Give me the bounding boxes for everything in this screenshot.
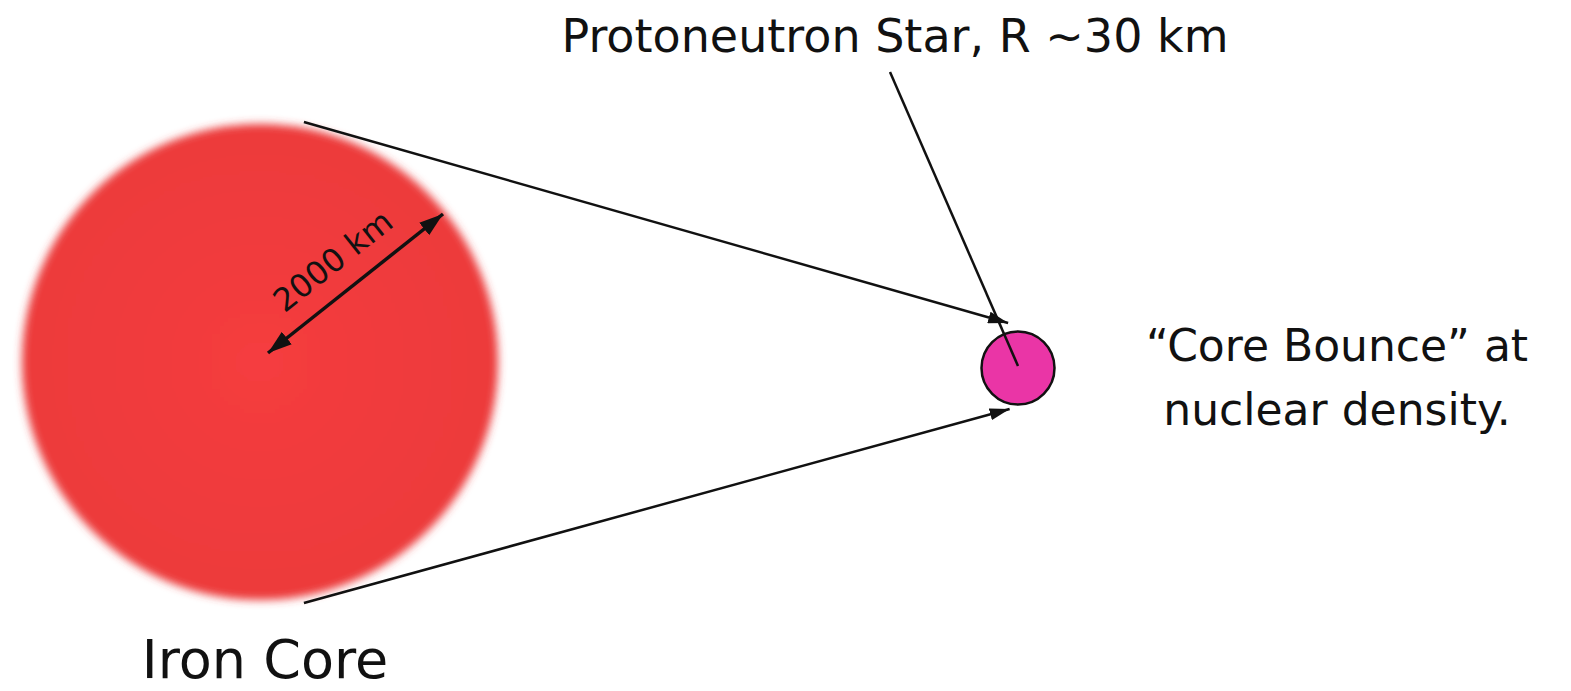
node-outline [980,330,1056,406]
node-outline [16,118,504,606]
note-text: “Core Bounce” at nuclear density. [1110,314,1565,442]
star-disc [982,332,1055,405]
node-label: Iron Core [142,628,388,691]
converging-arrow [304,122,1008,323]
iron-core-circle: Iron Core [16,118,504,606]
node-label: Protoneutron Star, R ~30 km [562,9,1229,64]
leader-line [890,72,1018,366]
iron-core-disc [22,124,498,600]
converging-arrow [304,409,1010,603]
protoneutron-star-circle: Protoneutron Star, R ~30 km [980,330,1056,406]
